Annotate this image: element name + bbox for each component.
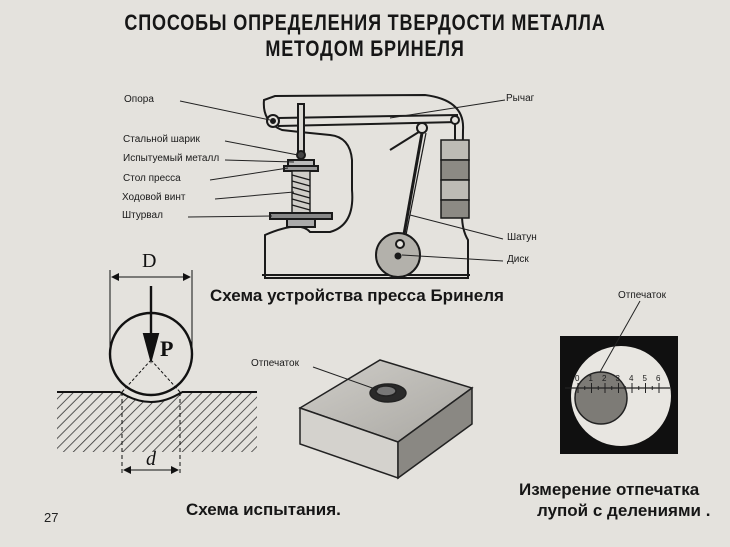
label-steel-ball: Стальной шарик bbox=[123, 134, 200, 145]
page-number: 27 bbox=[44, 510, 59, 525]
test-diagram bbox=[57, 270, 257, 475]
test-caption: Схема испытания. bbox=[186, 500, 341, 519]
label-support: Опора bbox=[124, 94, 154, 105]
label-handwheel: Штурвал bbox=[122, 210, 163, 221]
title-line-1: СПОСОБЫ ОПРЕДЕЛЕНИЯ ТВЕРДОСТИ МЕТАЛЛА bbox=[124, 10, 606, 35]
label-press-table: Стол пресса bbox=[123, 173, 181, 184]
title-line-2: МЕТОДОМ БРИНЕЛЯ bbox=[265, 36, 465, 61]
force-symbol: P bbox=[160, 336, 174, 361]
label-disk: Диск bbox=[507, 254, 529, 265]
magnifier-caption-line-2: лупой с делениями . bbox=[537, 501, 711, 520]
scale-tick-label: 0 bbox=[575, 374, 580, 383]
lever bbox=[277, 114, 459, 119]
magnifier-caption-line-1: Измерение отпечатка bbox=[519, 480, 700, 499]
scale-tick-label: 3 bbox=[615, 374, 620, 383]
scale-tick-label: 5 bbox=[642, 374, 647, 383]
force-arrow-icon bbox=[142, 333, 160, 364]
imprint-symbol: d bbox=[146, 448, 156, 470]
lead-screw bbox=[291, 170, 311, 216]
connecting-rod bbox=[401, 132, 424, 241]
press-leader-lines bbox=[179, 99, 506, 262]
specimen-block bbox=[298, 359, 474, 480]
press-caption: Схема устройства пресса Бринеля bbox=[210, 286, 504, 305]
imprint-circle bbox=[574, 371, 628, 425]
magnifier-imprint-label: Отпечаток bbox=[618, 290, 666, 301]
scale-tick-label: 6 bbox=[656, 374, 661, 383]
scale-tick-label: 4 bbox=[629, 374, 634, 383]
scale-tick-label: 2 bbox=[602, 374, 607, 383]
weights bbox=[440, 139, 470, 219]
specimen-imprint-label: Отпечаток bbox=[251, 358, 299, 369]
label-lever: Рычаг bbox=[506, 93, 535, 104]
label-connecting-rod: Шатун bbox=[507, 232, 537, 243]
diameter-symbol: D bbox=[142, 250, 157, 272]
scale-tick-label: 1 bbox=[588, 374, 593, 383]
press-diagram bbox=[262, 93, 470, 279]
steel-ball-icon bbox=[296, 150, 306, 160]
label-lead-screw: Ходовой винт bbox=[122, 192, 186, 203]
label-test-metal: Испытуемый металл bbox=[123, 153, 220, 164]
magnifier-view bbox=[560, 300, 678, 454]
